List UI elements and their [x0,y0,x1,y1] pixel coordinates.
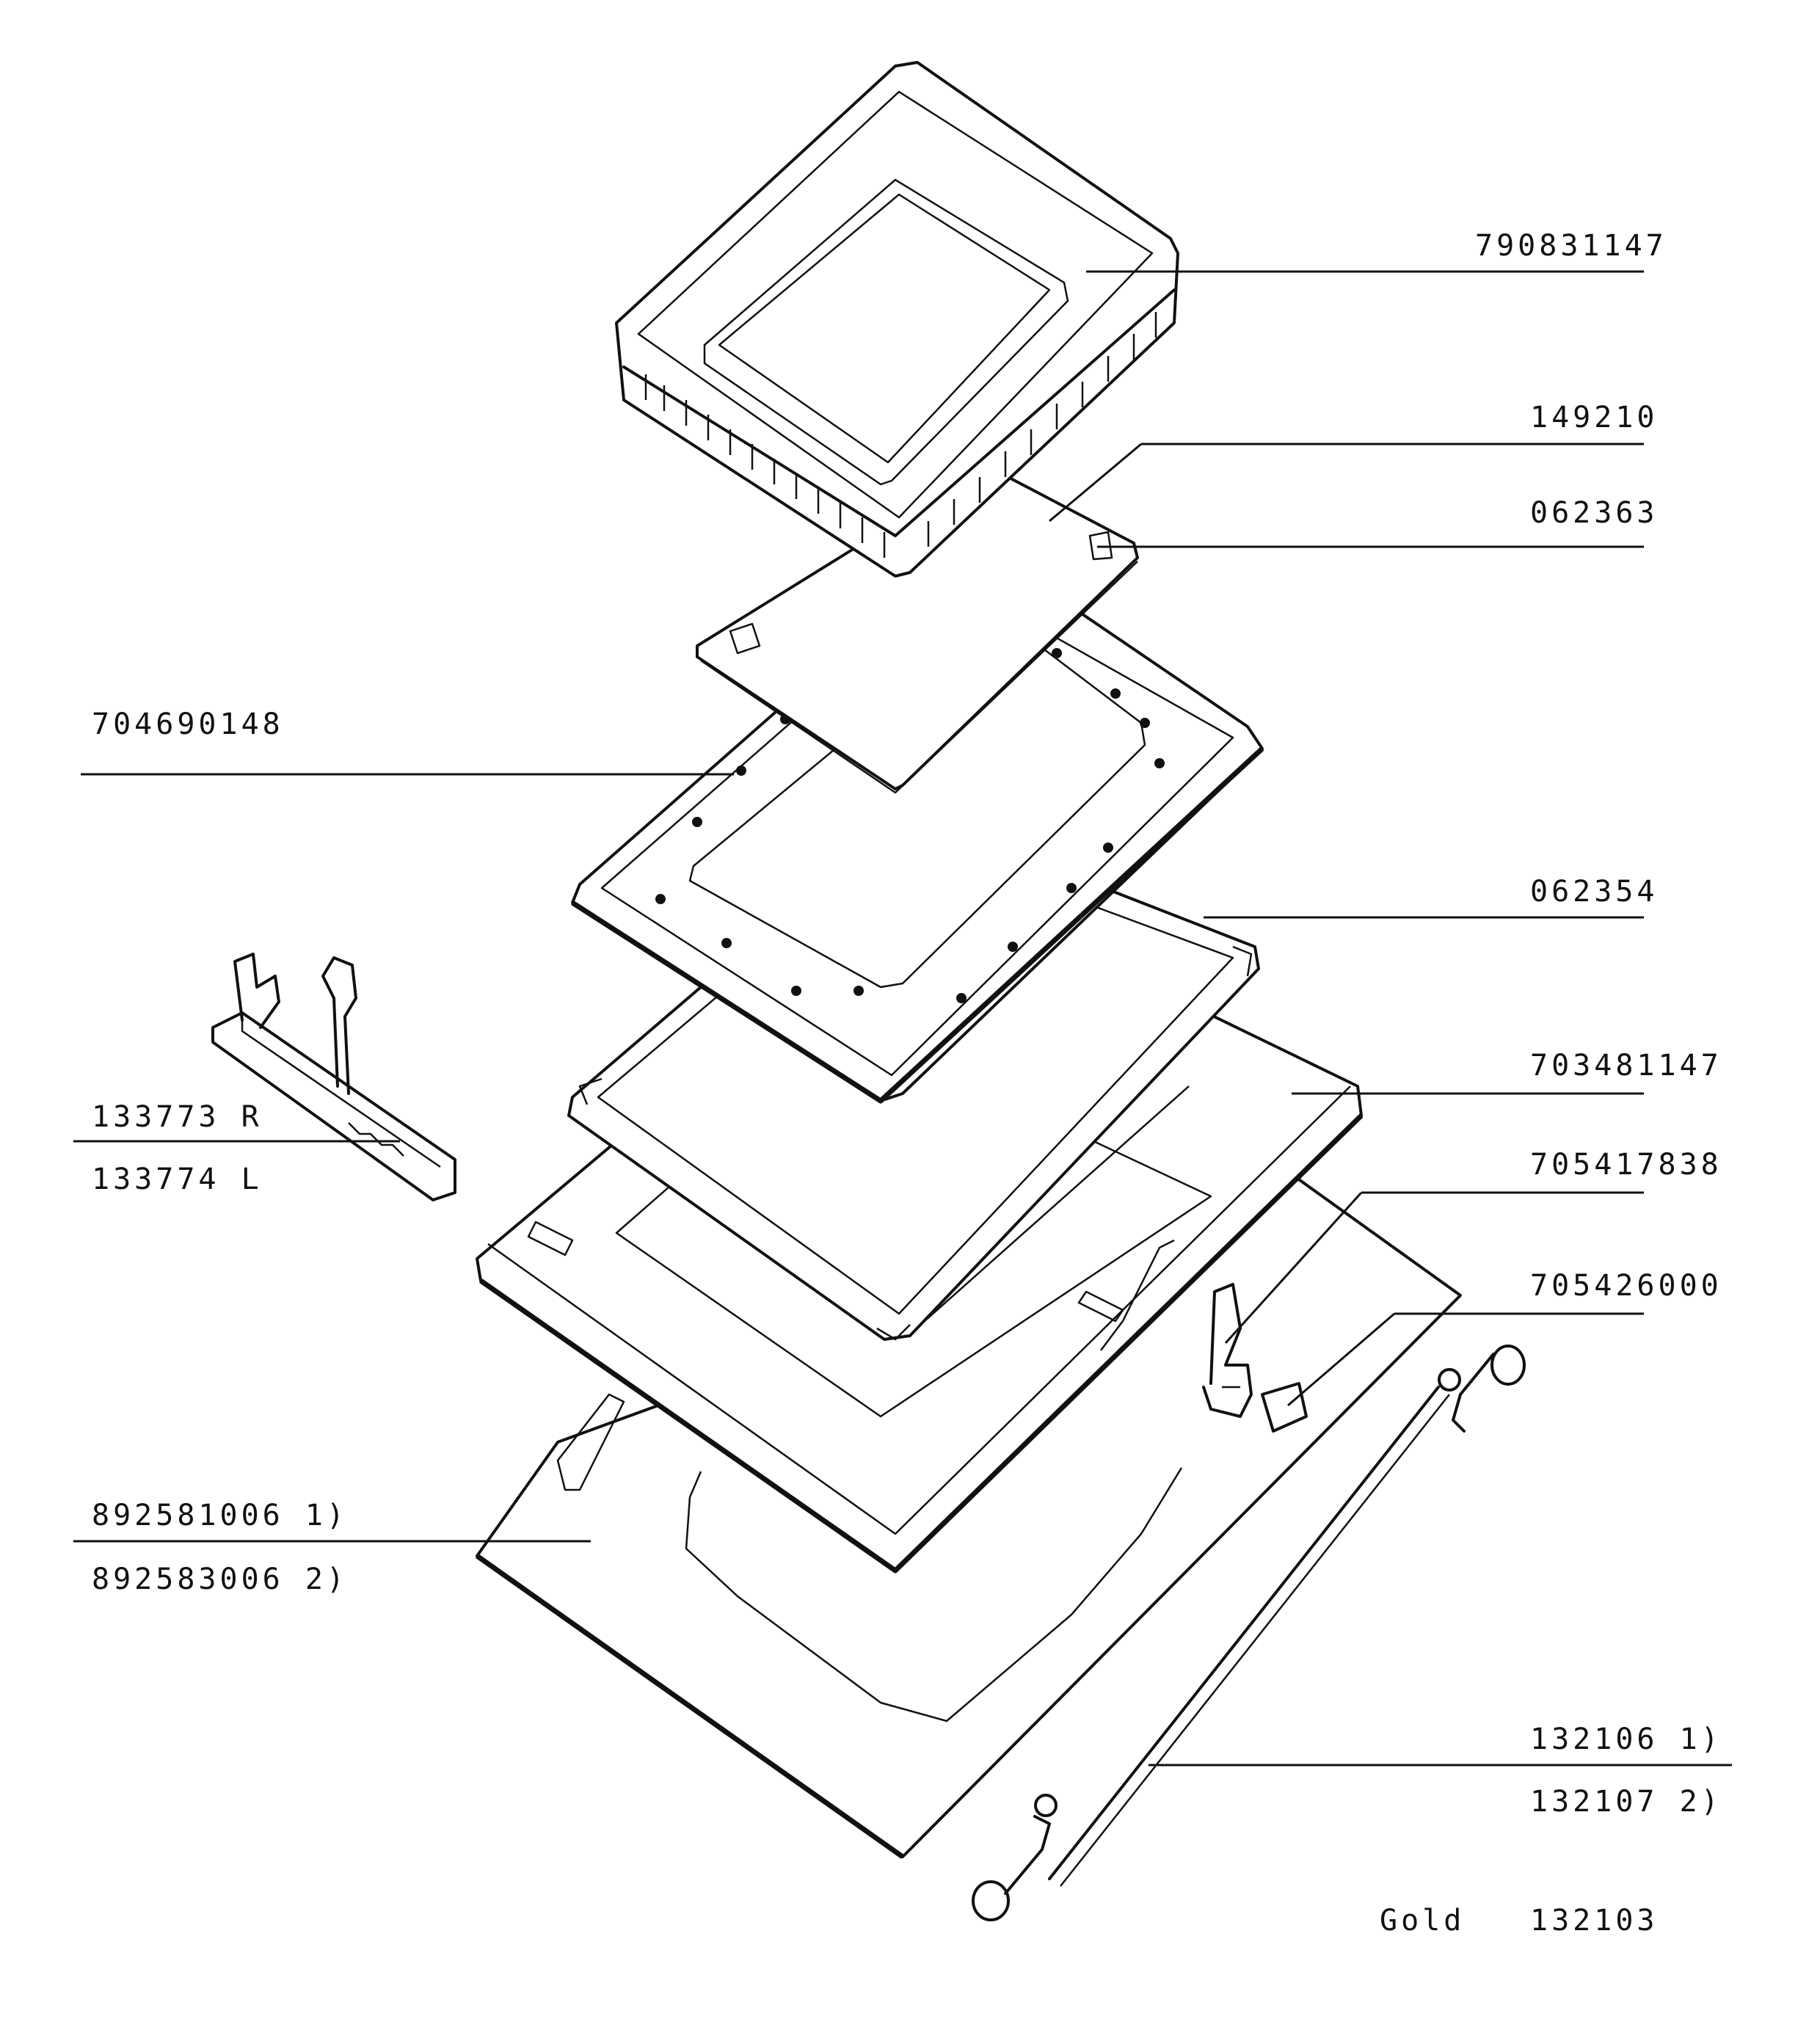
label-703481147: 703481147 [1530,1049,1722,1083]
label-149210: 149210 [1530,401,1659,434]
label-132106: 132106 1) [1530,1722,1722,1756]
label-790831147: 790831147 [1475,229,1667,263]
label-704690148: 704690148 [92,707,284,741]
label-892581006: 892581006 1) [92,1499,348,1532]
label-gold: Gold [1380,1904,1465,1938]
label-132107: 132107 2) [1530,1785,1722,1819]
label-892583006: 892583006 2) [92,1562,348,1596]
part-labels: 790831147 149210 062363 704690148 062354… [92,229,1722,1938]
hinge-clip [1261,1382,1308,1433]
label-133774-l: 133774 L [92,1163,263,1196]
label-062354: 062354 [1530,875,1659,909]
label-133773-r: 133773 R [92,1100,263,1134]
door-handle [972,1345,1526,1921]
inner-glass-sheet [696,465,1139,794]
hinge-bracket [211,953,456,1201]
label-705417838: 705417838 [1530,1148,1722,1182]
top-cover-tray [615,61,1179,578]
label-132103: 132103 [1530,1904,1659,1938]
glass-clip-right [1088,531,1113,561]
leader-lines [73,270,1732,1767]
label-062363: 062363 [1530,496,1659,530]
label-705426000: 705426000 [1530,1269,1722,1303]
hinge-lever [1202,1283,1253,1418]
glass-clip-left [729,622,761,655]
tray-ribs [644,312,1157,558]
